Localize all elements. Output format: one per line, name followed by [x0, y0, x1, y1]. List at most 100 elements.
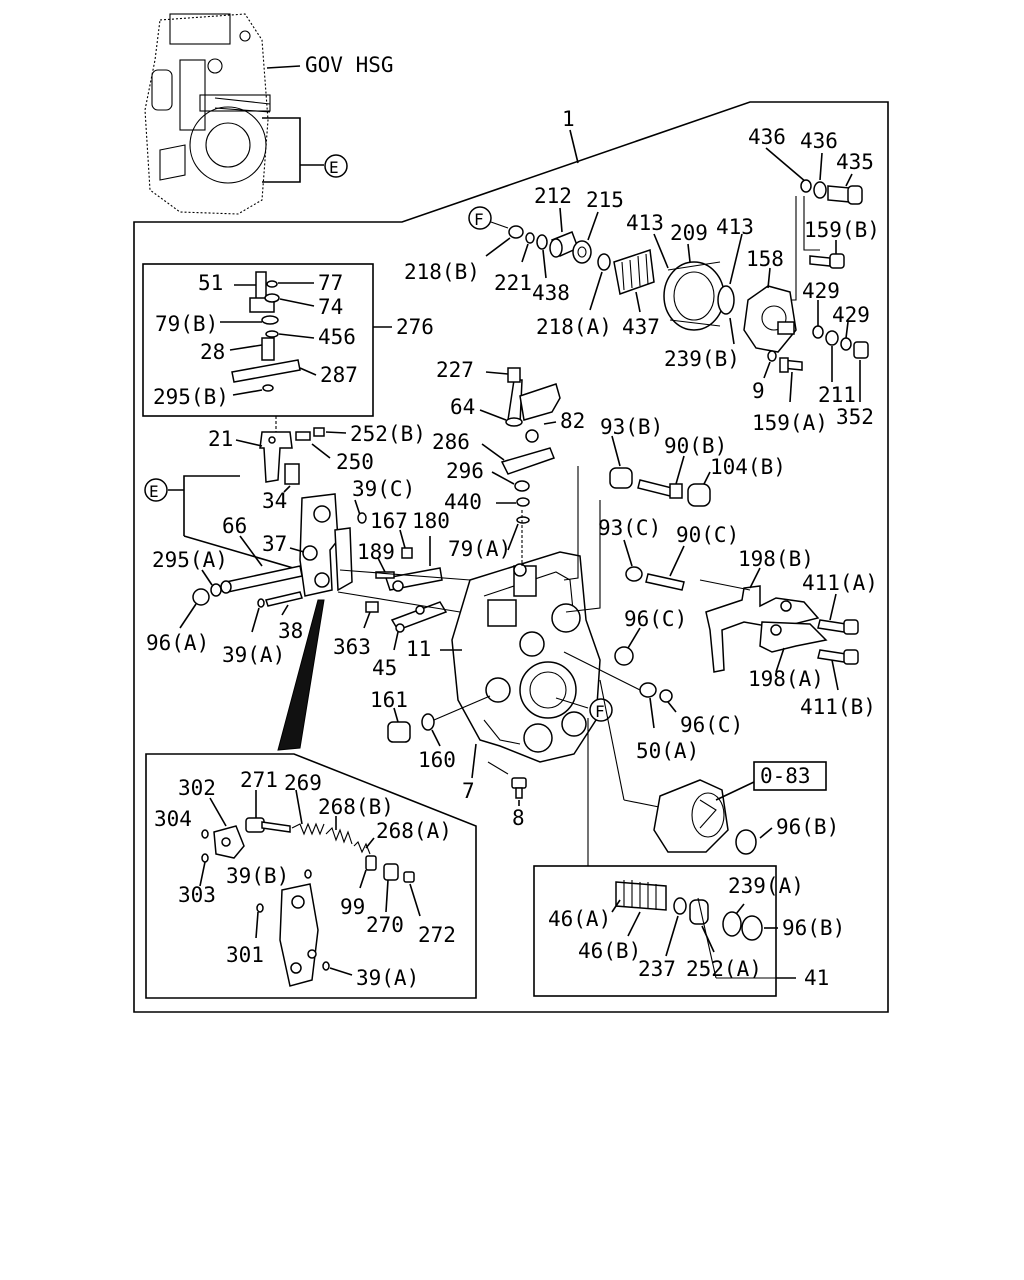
label-82: 82: [560, 409, 585, 433]
label-167: 167: [370, 509, 408, 533]
spring-268b: [325, 826, 353, 845]
label-429b: 429: [832, 303, 870, 327]
label-159b: 159(B): [804, 218, 880, 242]
label-74: 74: [318, 295, 343, 319]
bushing-93b: [609, 467, 633, 489]
label-28: 28: [200, 340, 225, 364]
label-221: 221: [494, 271, 532, 295]
label-46a: 46(A): [548, 907, 611, 931]
nut-296: [514, 480, 530, 492]
svg-text:E: E: [329, 158, 339, 177]
label-79b: 79(B): [155, 312, 218, 336]
label-7: 7: [462, 779, 475, 803]
label-41: 41: [804, 966, 829, 990]
label-37: 37: [262, 532, 287, 556]
label-39c: 39(C): [352, 477, 415, 501]
label-411a: 411(A): [802, 571, 878, 595]
oring-160: [421, 713, 435, 731]
nut-270: [383, 863, 399, 881]
label-96a: 96(A): [146, 631, 209, 655]
spring-45: [390, 601, 448, 633]
label-180: 180: [412, 509, 450, 533]
label-34: 34: [262, 489, 287, 513]
label-413b: 413: [716, 215, 754, 239]
bolt-8: [511, 777, 527, 799]
label-286: 286: [432, 430, 470, 454]
ring-79a: [516, 516, 530, 524]
spring-34: [284, 463, 300, 485]
label-227: 227: [436, 358, 474, 382]
label-77: 77: [318, 271, 343, 295]
pin-301: [256, 903, 264, 913]
inset-276-box: [142, 263, 374, 417]
gasket-413b: [717, 285, 735, 315]
label-295b: 295(B): [153, 385, 229, 409]
spring-269: [291, 822, 325, 836]
label-90c: 90(C): [676, 523, 739, 547]
ring-429a: [812, 325, 824, 339]
washer-218a: [597, 253, 611, 271]
lever-301: [279, 883, 319, 987]
screw-363: [365, 601, 379, 613]
label-160: 160: [418, 748, 456, 772]
plug-352: [853, 341, 869, 359]
screw-90c: [645, 573, 685, 591]
bracket-302: [213, 825, 245, 859]
bracket-198a: [759, 621, 828, 653]
callout-e-left: E: [144, 478, 168, 502]
label-gov-hsg: GOV HSG: [305, 53, 394, 77]
label-93c: 93(C): [598, 516, 661, 540]
washer-221: [525, 232, 535, 244]
housing-209: [663, 261, 725, 331]
label-64: 64: [450, 395, 475, 419]
bolt-435: [827, 185, 863, 205]
bracket-198b: [705, 585, 820, 673]
ring-237: [673, 897, 687, 915]
label-90b: 90(B): [664, 434, 727, 458]
label-198a: 198(A): [748, 667, 824, 691]
label-456: 456: [318, 325, 356, 349]
label-250: 250: [336, 450, 374, 474]
lever-37: [299, 493, 353, 597]
label-9: 9: [752, 379, 765, 403]
label-239a: 239(A): [728, 874, 804, 898]
label-96c: 96(C): [680, 713, 743, 737]
spring-268a: [353, 841, 371, 855]
callout-e-top: E: [324, 154, 348, 178]
label-413a: 413: [626, 211, 664, 235]
label-161: 161: [370, 688, 408, 712]
pump-overview-sketch: [144, 13, 271, 215]
ring-295a: [210, 583, 222, 597]
lever-286: [500, 367, 561, 475]
lever-21: [259, 427, 325, 483]
pin-39a-inset: [322, 961, 330, 971]
label-237: 237: [638, 957, 676, 981]
label-93b: 93(B): [600, 415, 663, 439]
cover-158: [743, 285, 797, 353]
label-96b: 96(B): [782, 916, 845, 940]
washer-239a: [722, 911, 742, 937]
label-189: 189: [357, 540, 395, 564]
label-39a-inset: 39(A): [356, 966, 419, 990]
label-1: 1: [562, 107, 575, 131]
washer-436b: [813, 181, 827, 199]
collar-215: [572, 240, 592, 264]
bolt-411a: [817, 619, 859, 635]
label-39b: 39(B): [226, 864, 289, 888]
governor-housing: [451, 551, 601, 763]
lever-shaft-assembly: [231, 271, 301, 392]
label-303: 303: [178, 883, 216, 907]
label-301: 301: [226, 943, 264, 967]
label-11: 11: [406, 637, 431, 661]
label-363: 363: [333, 635, 371, 659]
svg-text:F: F: [595, 702, 605, 721]
label-276: 276: [396, 315, 434, 339]
inset-41-box: [533, 865, 777, 997]
label-50a: 50(A): [636, 739, 699, 763]
label-352: 352: [836, 405, 874, 429]
actuator-0-83: [653, 779, 729, 853]
pin-304: [201, 829, 209, 839]
spring-437: [613, 248, 655, 295]
washer-96c: [659, 689, 673, 703]
